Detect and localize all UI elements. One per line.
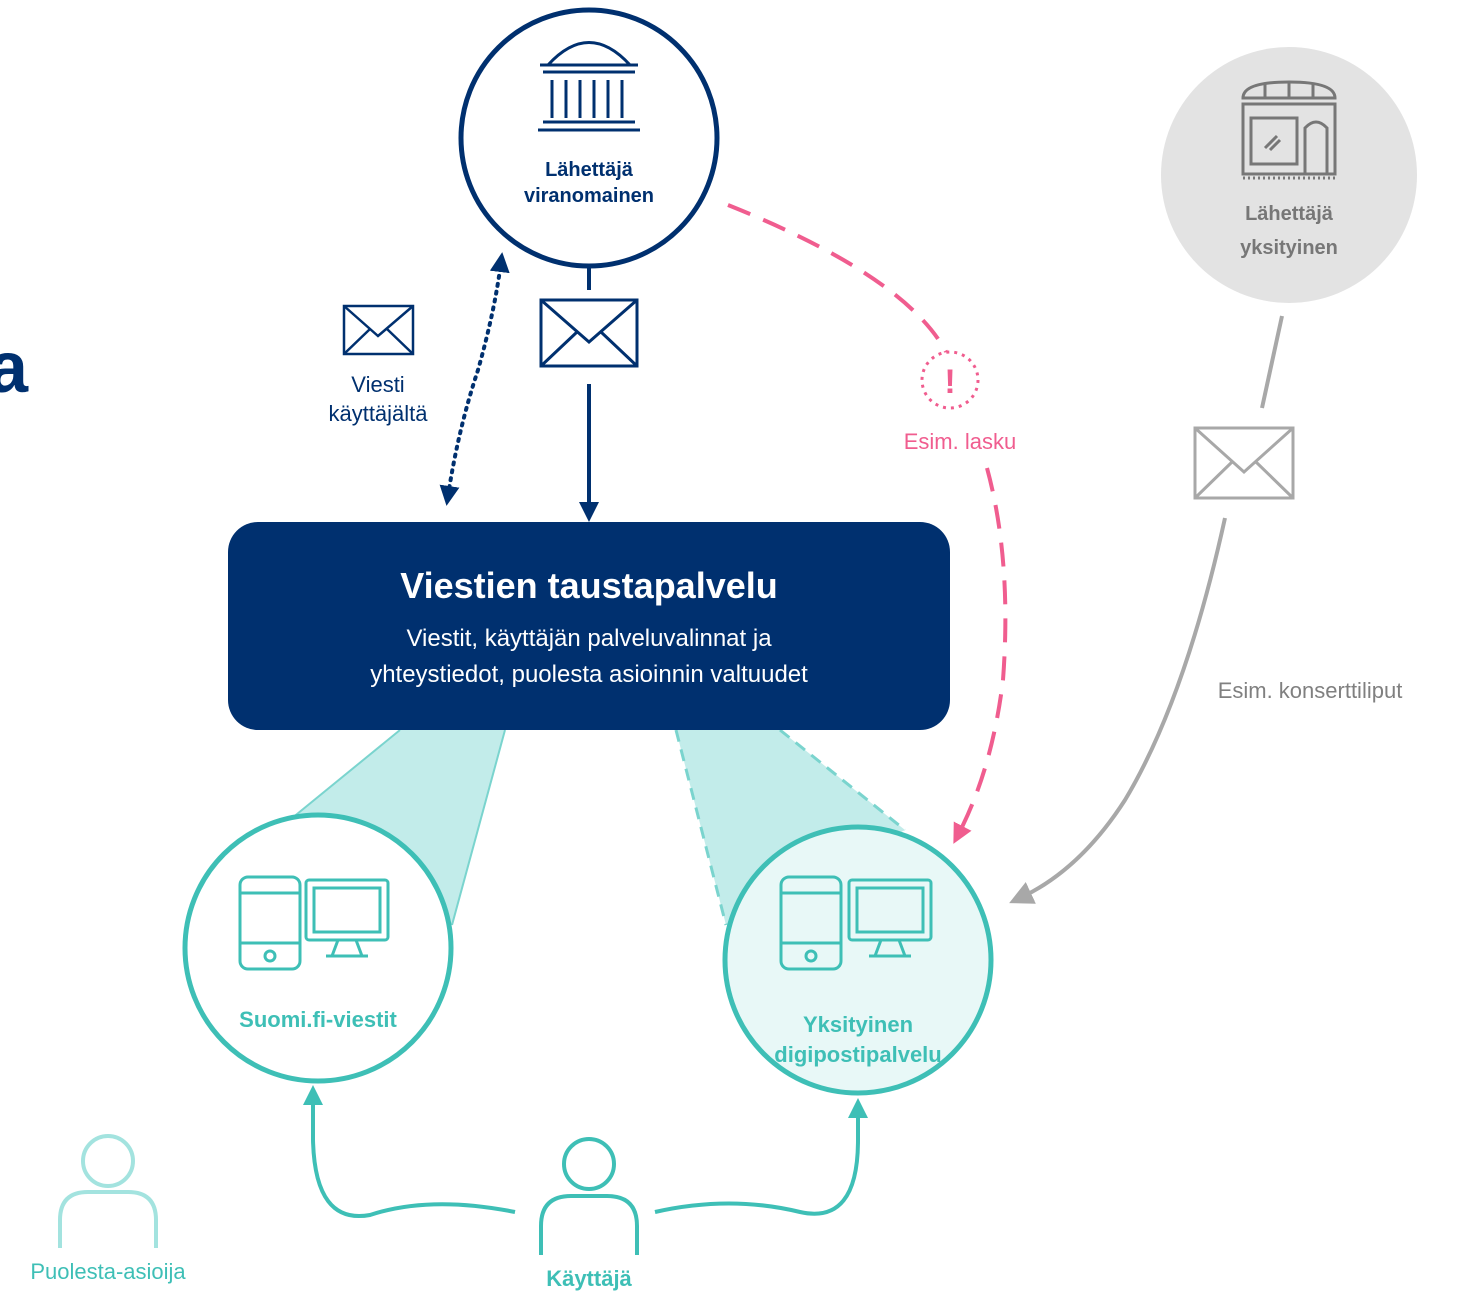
user-to-private-arrow [654, 1098, 868, 1216]
envelope-icon [342, 304, 415, 356]
backend-service-box: Viestien taustapalvelu Viestit, käyttäjä… [228, 522, 950, 730]
sender-authority-node: Lähettäjä viranomainen [458, 7, 720, 269]
mobile-phone-icon [779, 875, 843, 971]
user-label: Käyttäjä [546, 1266, 632, 1291]
private-sender-arrow [1009, 517, 1227, 904]
envelope-icon [539, 298, 639, 368]
suomifi-service-label: Suomi.fi-viestit [239, 1007, 397, 1032]
person-icon [58, 1134, 158, 1248]
private-service-node: Yksityinen digipostipalvelu [722, 824, 994, 1096]
sender-authority-label-line1: Lähettäjä [545, 159, 634, 181]
sender-private-label-line2: yksityinen [1240, 237, 1338, 259]
private-sender-connector [1260, 315, 1284, 409]
shop-icon [1241, 80, 1337, 180]
invoice-dashed-arrow [953, 467, 1008, 844]
sender-private-label-line1: Lähettäjä [1245, 203, 1334, 225]
backend-title: Viestien taustapalvelu [400, 565, 778, 606]
beam-private-edge-right [779, 728, 906, 832]
example-invoice-label: Esim. lasku [904, 429, 1016, 454]
backend-description-line1: Viestit, käyttäjän palveluvalinnat ja [406, 625, 772, 652]
monitor-icon [304, 878, 390, 958]
person-icon [539, 1137, 639, 1255]
mobile-phone-icon [238, 875, 302, 971]
page-title-fragment: a [0, 328, 29, 408]
beam-to-private [676, 730, 905, 925]
beam-to-suomifi [275, 730, 505, 925]
invoice-dashed-path [727, 203, 952, 361]
envelope-icon [1193, 426, 1295, 500]
exclamation-icon [920, 350, 980, 410]
exclamation-mark: ! [944, 363, 955, 401]
government-building-icon [538, 41, 640, 132]
monitor-icon [847, 878, 933, 958]
user-message-dotted-arrow [439, 252, 510, 506]
user-to-suomifi-arrow [303, 1085, 516, 1219]
proxy-user-label: Puolesta-asioija [30, 1259, 186, 1284]
sender-private-node: Lähettäjä yksityinen [1161, 47, 1417, 303]
private-service-label-line2: digipostipalvelu [774, 1042, 941, 1067]
sender-authority-label-line2: viranomainen [524, 185, 654, 207]
backend-description-line2: yhteystiedot, puolesta asioinnin valtuud… [370, 661, 808, 688]
example-tickets-label: Esim. konserttiliput [1218, 678, 1403, 703]
beam-private-edge-left [674, 729, 728, 926]
beam-suomifi-edge-right [451, 729, 506, 926]
suomifi-service-node: Suomi.fi-viestit [182, 812, 454, 1084]
message-from-user-line2: käyttäjältä [328, 401, 428, 426]
message-from-user-line1: Viesti [351, 372, 404, 397]
private-service-label-line1: Yksityinen [803, 1012, 913, 1037]
